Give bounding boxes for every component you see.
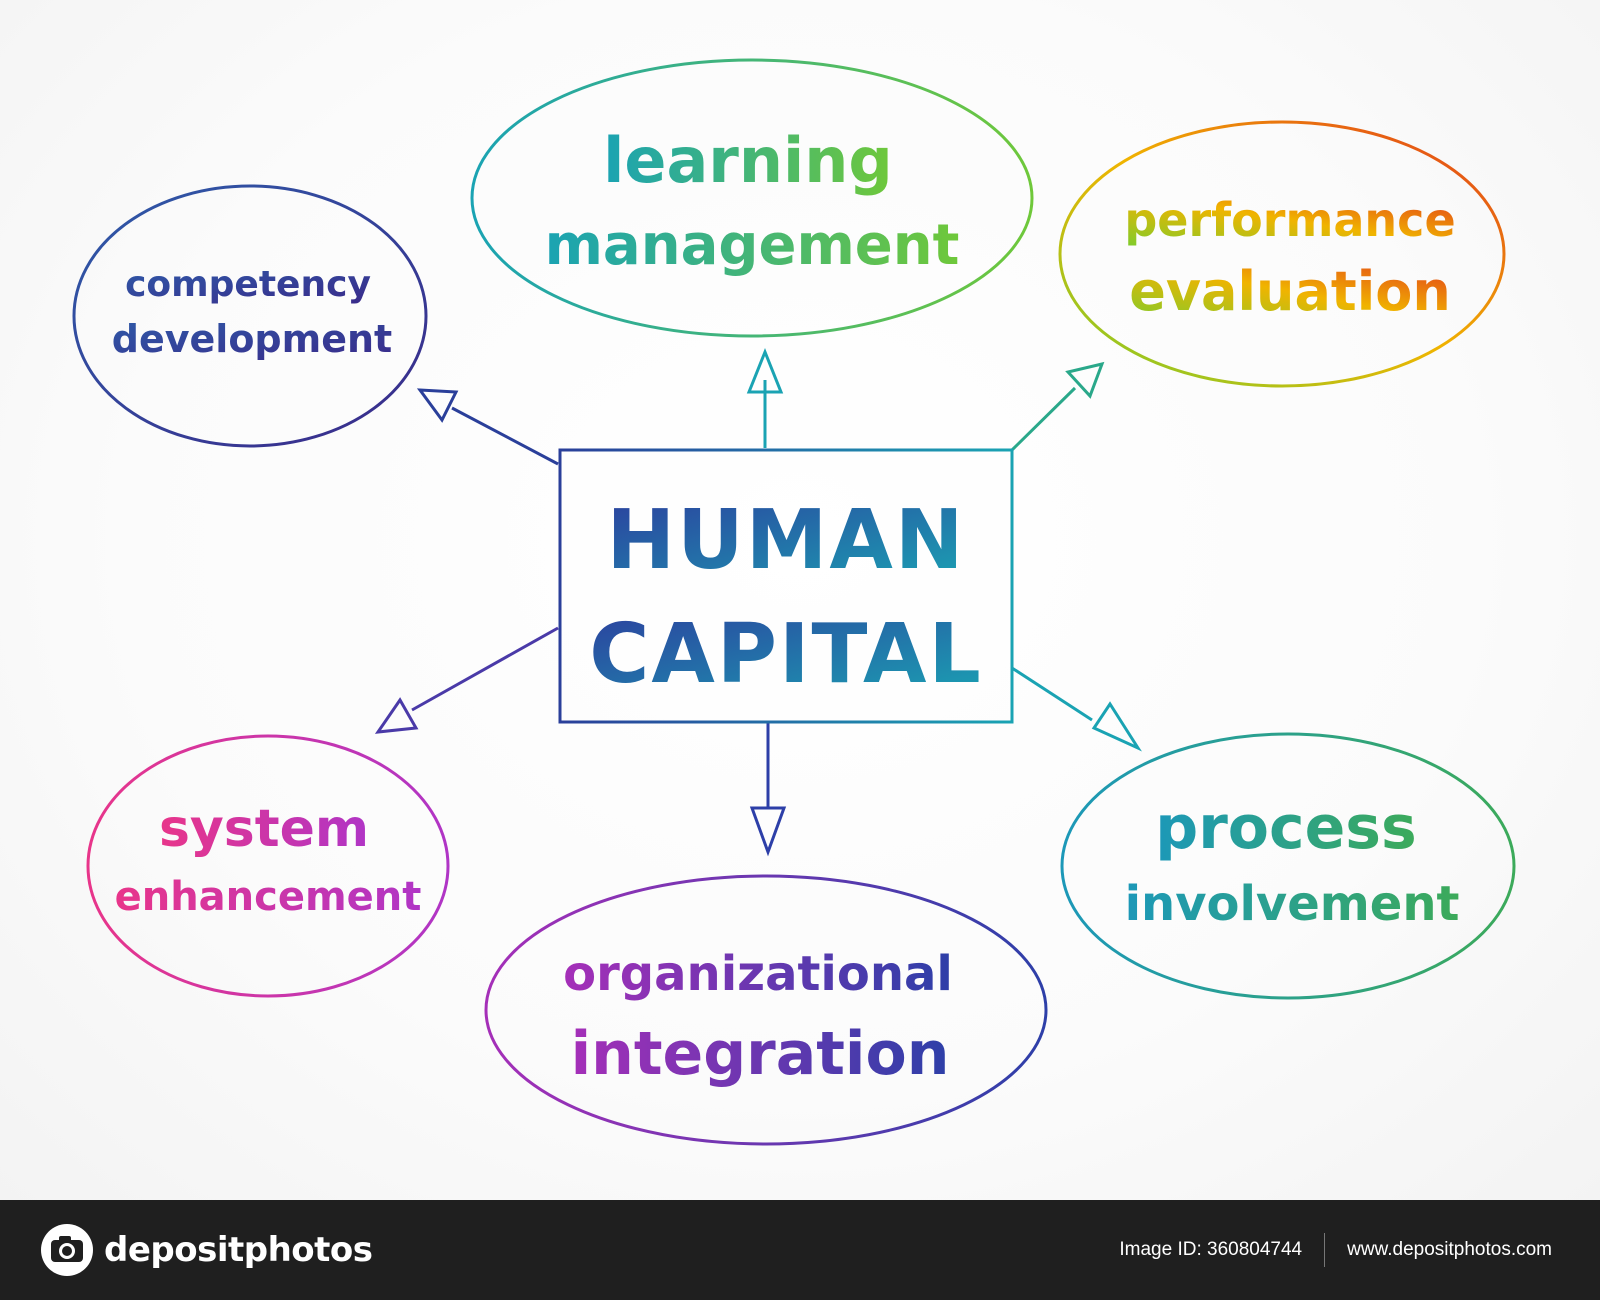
mind-map-diagram: HUMAN CAPITAL learning management perfor… (72, 58, 1516, 1146)
footer-meta: Image ID: 360804744 www.depositphotos.co… (1119, 1233, 1552, 1267)
site-url[interactable]: www.depositphotos.com (1347, 1239, 1552, 1260)
center-node: HUMAN CAPITAL (558, 448, 1014, 724)
node-performance-evaluation: performance evaluation (1058, 120, 1506, 388)
node-process-involvement-ellipse (1060, 732, 1516, 1000)
center-title-line-2: CAPITAL (589, 607, 983, 702)
node-organizational-integration-ellipse (484, 874, 1048, 1146)
node-learning-management-ellipse (470, 58, 1034, 338)
node-organizational-integration-line-2: integration (571, 1019, 950, 1089)
node-organizational-integration: organizational integration (484, 874, 1048, 1146)
brand-logo: depositphotos (40, 1223, 373, 1277)
camera-icon (41, 1224, 93, 1276)
arrow-to-competency-development (416, 388, 559, 466)
node-performance-evaluation-line-2: evaluation (1129, 260, 1451, 323)
node-system-enhancement: system enhancement (86, 734, 450, 998)
node-system-enhancement-line-2: enhancement (115, 874, 422, 920)
node-process-involvement: process involvement (1060, 732, 1516, 1000)
brand-name: depositphotos (104, 1230, 373, 1270)
node-competency-development-line-1: competency (125, 264, 371, 305)
watermark-footer: depositphotos Image ID: 360804744 www.de… (0, 1200, 1600, 1300)
node-competency-development-ellipse (72, 184, 428, 448)
node-system-enhancement-ellipse (86, 734, 450, 998)
node-learning-management: learning management (470, 58, 1034, 338)
node-organizational-integration-line-1: organizational (563, 946, 953, 1002)
center-title-line-1: HUMAN (607, 493, 966, 588)
footer-divider (1324, 1233, 1326, 1267)
node-performance-evaluation-ellipse (1058, 120, 1506, 388)
node-learning-management-line-1: learning (603, 124, 893, 197)
center-node-box (558, 448, 1014, 724)
image-id-label: Image ID: 360804744 (1119, 1239, 1303, 1260)
node-competency-development-line-2: development (112, 317, 392, 361)
arrow-to-learning-management (746, 347, 784, 448)
node-system-enhancement-line-1: system (159, 799, 369, 859)
arrow-to-system-enhancement (374, 626, 559, 734)
node-performance-evaluation-line-1: performance (1124, 193, 1455, 247)
arrow-to-process-involvement (1011, 666, 1142, 752)
arrow-to-performance-evaluation (1010, 361, 1105, 452)
node-process-involvement-line-2: involvement (1125, 876, 1460, 932)
node-process-involvement-line-1: process (1155, 793, 1416, 863)
diagram-canvas: HUMAN CAPITAL learning management perfor… (0, 0, 1600, 1200)
node-learning-management-line-2: management (545, 213, 960, 278)
arrow-to-organizational-integration (749, 722, 787, 857)
node-competency-development: competency development (72, 184, 428, 448)
